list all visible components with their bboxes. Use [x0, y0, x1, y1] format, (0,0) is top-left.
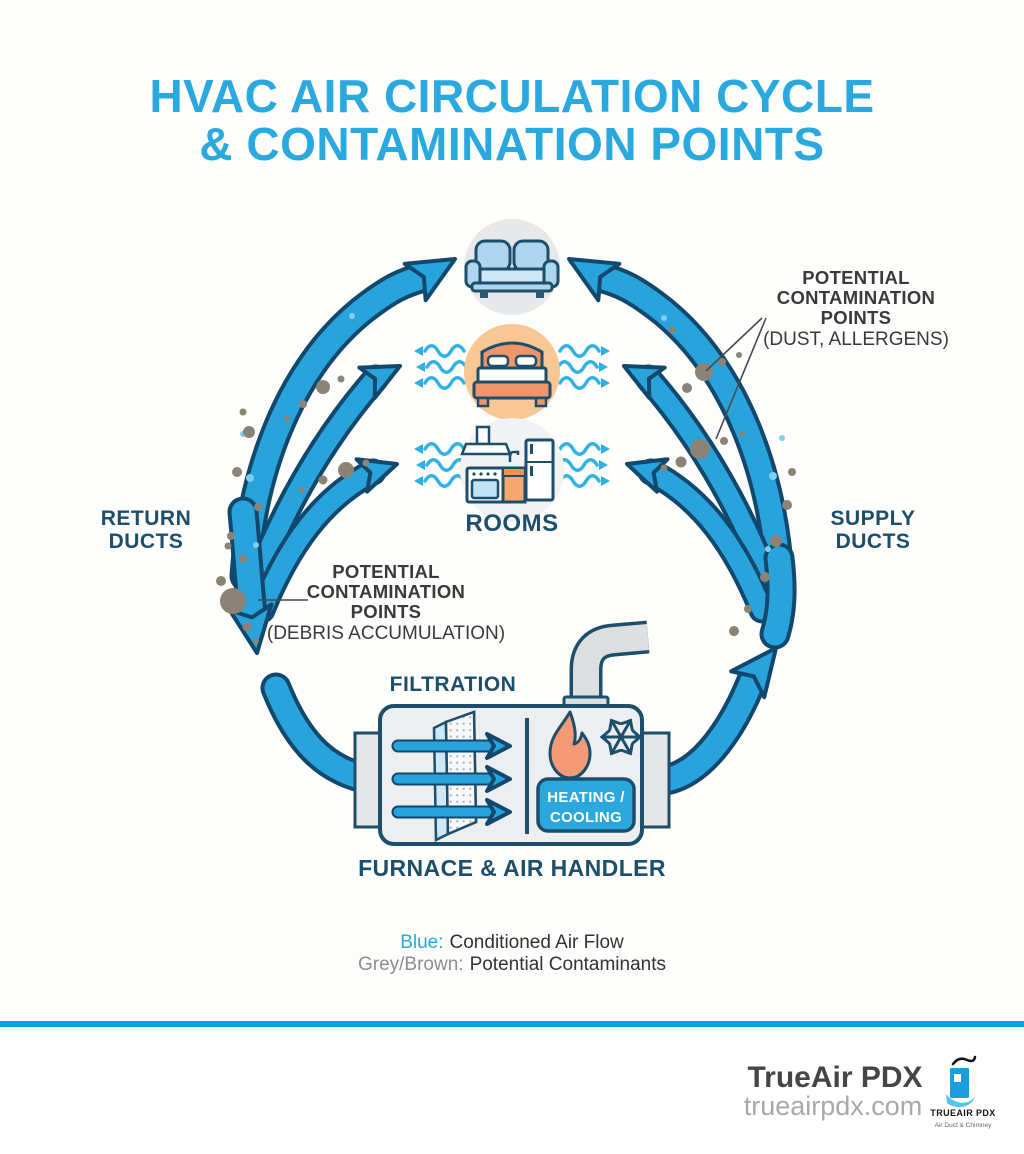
svg-text:POINTS: POINTS: [351, 601, 422, 622]
heating-cooling-badge: HEATING / COOLING: [536, 777, 636, 833]
svg-text:HEATING /: HEATING /: [547, 789, 625, 806]
contamination-points-left-label: POTENTIAL CONTAMINATION POINTS (DEBRIS A…: [267, 561, 505, 644]
furnace-outlet-duct: [639, 731, 671, 829]
filtration-airflow-arrows: [391, 732, 512, 826]
pointer-line-right-2: [715, 317, 767, 440]
airflow-waves-kitchen-left: [414, 444, 466, 487]
svg-text:CONTAMINATION: CONTAMINATION: [307, 581, 465, 602]
contaminant-blobs-right: [660, 326, 796, 636]
brand-logo: TRUEAIR PDX Air Duct & Chimney: [930, 1055, 995, 1129]
bed-icon: [464, 324, 560, 420]
page-title-line2: & CONTAMINATION POINTS: [199, 118, 824, 170]
flame-icon: [548, 710, 592, 780]
svg-text:(DUST, ALLERGENS): (DUST, ALLERGENS): [763, 329, 949, 350]
brand-name: TrueAir PDX: [747, 1061, 922, 1094]
brand-logo-tagline: Air Duct & Chimney: [935, 1122, 992, 1129]
legend: Blue:Conditioned Air Flow Grey/Brown:Pot…: [358, 932, 666, 975]
svg-text:POTENTIAL: POTENTIAL: [802, 267, 910, 288]
kitchen-icon: [460, 418, 564, 522]
return-ducts-label-line2: DUCTS: [109, 530, 184, 553]
legend-grey-line: Grey/Brown:Potential Contaminants: [358, 954, 666, 975]
snowflake-icon: [599, 718, 643, 756]
return-ducts-label-line1: RETURN: [101, 507, 192, 530]
airflow-waves-kitchen-right: [558, 444, 610, 487]
filtration-label: FILTRATION: [390, 673, 517, 696]
return-duct-arrows: [227, 238, 468, 796]
airflow-waves-bed-right: [558, 346, 610, 389]
footer-divider: [0, 1021, 1024, 1027]
supply-duct-arrows: [556, 238, 797, 796]
supply-ducts-label-line1: SUPPLY: [830, 507, 915, 530]
chimney-duct-icon: [562, 620, 650, 712]
svg-text:(DEBRIS ACCUMULATION): (DEBRIS ACCUMULATION): [267, 623, 505, 644]
sofa-icon: [464, 219, 560, 315]
brand-logo-icon: [946, 1055, 977, 1108]
svg-text:POINTS: POINTS: [821, 307, 892, 328]
pointer-line-right-1: [705, 317, 763, 372]
brand-website: trueairpdx.com: [744, 1091, 923, 1121]
svg-text:CONTAMINATION: CONTAMINATION: [777, 287, 935, 308]
svg-text:POTENTIAL: POTENTIAL: [332, 561, 440, 582]
page-title-line1: HVAC AIR CIRCULATION CYCLE: [149, 70, 874, 122]
contaminant-blobs-left: [216, 375, 370, 644]
contamination-points-right-label: POTENTIAL CONTAMINATION POINTS (DUST, AL…: [763, 267, 949, 350]
rooms-label: ROOMS: [465, 510, 558, 537]
airflow-waves-bed-left: [414, 346, 466, 389]
svg-text:COOLING: COOLING: [550, 809, 622, 826]
brand-logo-name: TRUEAIR PDX: [930, 1108, 995, 1118]
legend-blue-line: Blue:Conditioned Air Flow: [400, 932, 624, 953]
supply-ducts-label-line2: DUCTS: [836, 530, 911, 553]
footer-background: [0, 1027, 1024, 1154]
furnace-assembly: HEATING / COOLING: [353, 620, 671, 846]
furnace-label: FURNACE & AIR HANDLER: [358, 855, 666, 881]
